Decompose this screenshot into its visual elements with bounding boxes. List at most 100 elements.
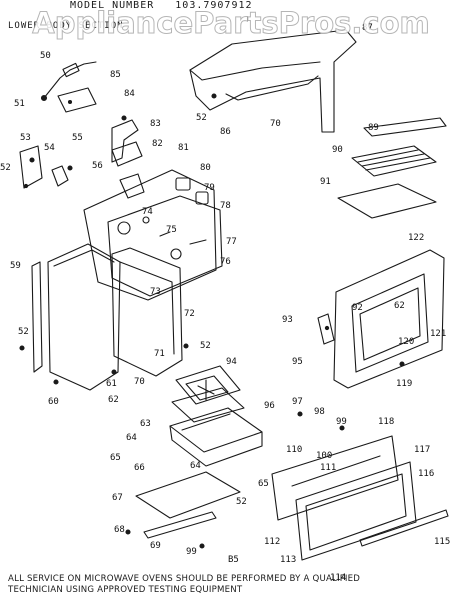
callout-55: 55 bbox=[72, 133, 83, 143]
part-61-side-panel bbox=[47, 243, 121, 391]
part-85-bracket bbox=[57, 87, 97, 113]
part-59-side-trim bbox=[31, 261, 43, 373]
callout-80: 80 bbox=[200, 163, 211, 173]
callout-93: 93 bbox=[282, 315, 293, 325]
model-number-header: MODEL NUMBER 103.7907912 bbox=[70, 0, 253, 11]
callout-52-a: 52 bbox=[196, 113, 207, 123]
part-111-control-panel bbox=[271, 435, 399, 521]
part-53-side-bracket bbox=[19, 145, 73, 189]
callout-110: 110 bbox=[286, 445, 302, 455]
callout-73: 73 bbox=[150, 287, 161, 297]
callout-76: 76 bbox=[220, 257, 231, 267]
callout-115: 115 bbox=[434, 537, 450, 547]
part-90-shelf bbox=[337, 117, 447, 219]
part-67-base-plate bbox=[135, 471, 241, 519]
callout-111: 111 bbox=[320, 463, 336, 473]
callout-120: 120 bbox=[398, 337, 414, 347]
callout-121: 121 bbox=[430, 329, 446, 339]
part-94-fan bbox=[175, 365, 241, 405]
callout-113: 113 bbox=[280, 555, 296, 565]
callout-62-b: 62 bbox=[108, 395, 119, 405]
watermark-logo: AppliancePartsPros.com bbox=[32, 6, 430, 41]
part-122-door-frame bbox=[333, 249, 445, 389]
callout-52-e: 52 bbox=[236, 497, 247, 507]
callout-54: 54 bbox=[44, 143, 55, 153]
callout-62-a: 62 bbox=[394, 301, 405, 311]
callout-61: 61 bbox=[106, 379, 117, 389]
callout-65-a: 65 bbox=[110, 453, 121, 463]
callout-75: 75 bbox=[166, 225, 177, 235]
callout-119: 119 bbox=[396, 379, 412, 389]
callout-117: 117 bbox=[414, 445, 430, 455]
model-number: 103.7907912 bbox=[175, 0, 253, 11]
callout-74: 74 bbox=[142, 207, 153, 217]
callout-84: 84 bbox=[124, 89, 135, 99]
callout-97: 97 bbox=[292, 397, 303, 407]
callout-100: 100 bbox=[316, 451, 332, 461]
callout-70-a: 70 bbox=[270, 119, 281, 129]
callout-99-a: 99 bbox=[336, 417, 347, 427]
service-notice-line-1: ALL SERVICE ON MICROWAVE OVENS SHOULD BE… bbox=[8, 574, 361, 584]
screws bbox=[19, 343, 405, 549]
callout-92: 92 bbox=[352, 303, 363, 313]
callout-60: 60 bbox=[48, 397, 59, 407]
callout-66: 66 bbox=[134, 463, 145, 473]
callout-64-b: 64 bbox=[190, 461, 201, 471]
callout-91: 91 bbox=[320, 177, 331, 187]
callout-82: 82 bbox=[152, 139, 163, 149]
model-label: MODEL NUMBER bbox=[70, 0, 155, 11]
callout-77: 77 bbox=[226, 237, 237, 247]
callout-86: 86 bbox=[220, 127, 231, 137]
callout-96: 96 bbox=[264, 401, 275, 411]
callout-67: 67 bbox=[112, 493, 123, 503]
callout-52-c: 52 bbox=[18, 327, 29, 337]
callout-99-b: 99 bbox=[186, 547, 197, 557]
service-notice: ALL SERVICE ON MICROWAVE OVENS SHOULD BE… bbox=[8, 574, 360, 596]
callout-69: 69 bbox=[150, 541, 161, 551]
callout-98: 98 bbox=[314, 407, 325, 417]
callout-70-b: 70 bbox=[134, 377, 145, 387]
callout-65-b: 65 bbox=[258, 479, 269, 489]
callout-labels: 50 85 51 84 83 87 52 86 70 53 55 54 56 5… bbox=[0, 23, 450, 583]
callout-63: 63 bbox=[140, 419, 151, 429]
callout-52-b: 52 bbox=[0, 163, 11, 173]
callout-64-a: 64 bbox=[126, 433, 137, 443]
callout-56: 56 bbox=[92, 161, 103, 171]
callout-68: 68 bbox=[114, 525, 125, 535]
callout-52-d: 52 bbox=[200, 341, 211, 351]
part-69-rod bbox=[143, 511, 217, 539]
callout-b5: B5 bbox=[228, 555, 239, 565]
callout-72: 72 bbox=[184, 309, 195, 319]
part-96-housing bbox=[171, 387, 245, 423]
part-113-door bbox=[295, 461, 417, 561]
callout-87: 87 bbox=[362, 23, 373, 33]
callout-79: 79 bbox=[204, 183, 215, 193]
callout-122: 122 bbox=[408, 233, 424, 243]
callout-50: 50 bbox=[40, 51, 51, 61]
callout-89: 89 bbox=[368, 123, 379, 133]
callout-118: 118 bbox=[378, 417, 394, 427]
part-50-harness bbox=[40, 61, 97, 102]
part-83-switch bbox=[111, 115, 143, 167]
part-93-hinge bbox=[317, 313, 335, 345]
callout-71: 71 bbox=[154, 349, 165, 359]
callout-85: 85 bbox=[110, 70, 121, 80]
callout-90: 90 bbox=[332, 145, 343, 155]
callout-78: 78 bbox=[220, 201, 231, 211]
callout-95: 95 bbox=[292, 357, 303, 367]
callout-94: 94 bbox=[226, 357, 237, 367]
part-74-mid-panel bbox=[107, 195, 223, 297]
callout-112: 112 bbox=[264, 537, 280, 547]
callout-81: 81 bbox=[178, 143, 189, 153]
callout-116: 116 bbox=[418, 469, 434, 479]
part-115-handle bbox=[359, 509, 449, 547]
part-63-chassis bbox=[169, 407, 263, 467]
callout-83: 83 bbox=[150, 119, 161, 129]
service-notice-line-2: TECHNICIAN USING APPROVED TESTING EQUIPM… bbox=[8, 585, 243, 595]
part-86-top-panel bbox=[189, 29, 357, 133]
section-title: LOWER BODY SECTION bbox=[8, 21, 124, 31]
callout-51: 51 bbox=[14, 99, 25, 109]
part-72-inner-panel bbox=[111, 247, 183, 377]
